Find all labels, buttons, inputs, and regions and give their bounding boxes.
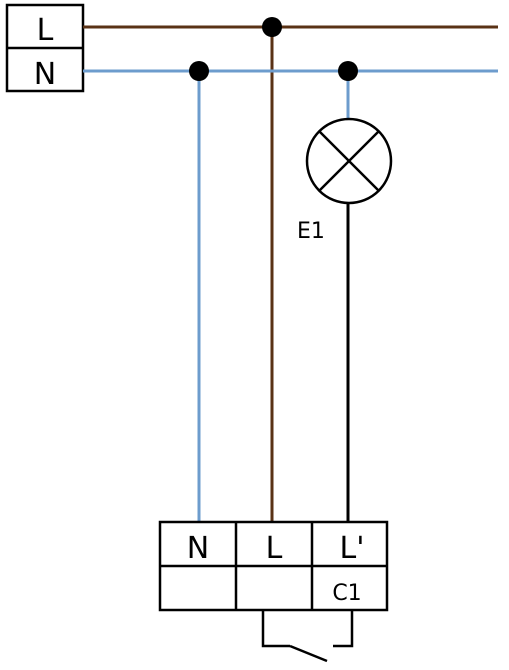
switch-contact-right: [333, 610, 354, 648]
lamp-icon: [305, 117, 393, 205]
supply-terminal-label-n: N: [34, 57, 56, 92]
junctions: [189, 17, 358, 81]
contact-label: C1: [332, 581, 361, 606]
lamp-label: E1: [297, 219, 325, 244]
lamp-junction-dot: [338, 61, 358, 81]
neutral-junction-dot: [189, 61, 209, 81]
terminal-label-l: L: [266, 531, 283, 566]
terminal-label-l-prime: L': [340, 531, 365, 566]
switch-contact-left: [261, 610, 290, 648]
live-wires: [83, 25, 498, 522]
switch-contact-icon: [261, 610, 354, 663]
live-junction-dot: [262, 17, 282, 37]
supply-terminal-box: L N: [5, 3, 85, 93]
supply-terminal-label-l: L: [37, 13, 54, 48]
neutral-wires: [83, 69, 498, 522]
lamp-cross-b: [318, 130, 380, 192]
switch-contact-blade: [289, 644, 328, 663]
switch-terminal-block: N L L' C1: [158, 520, 389, 612]
terminal-label-n: N: [187, 531, 209, 566]
